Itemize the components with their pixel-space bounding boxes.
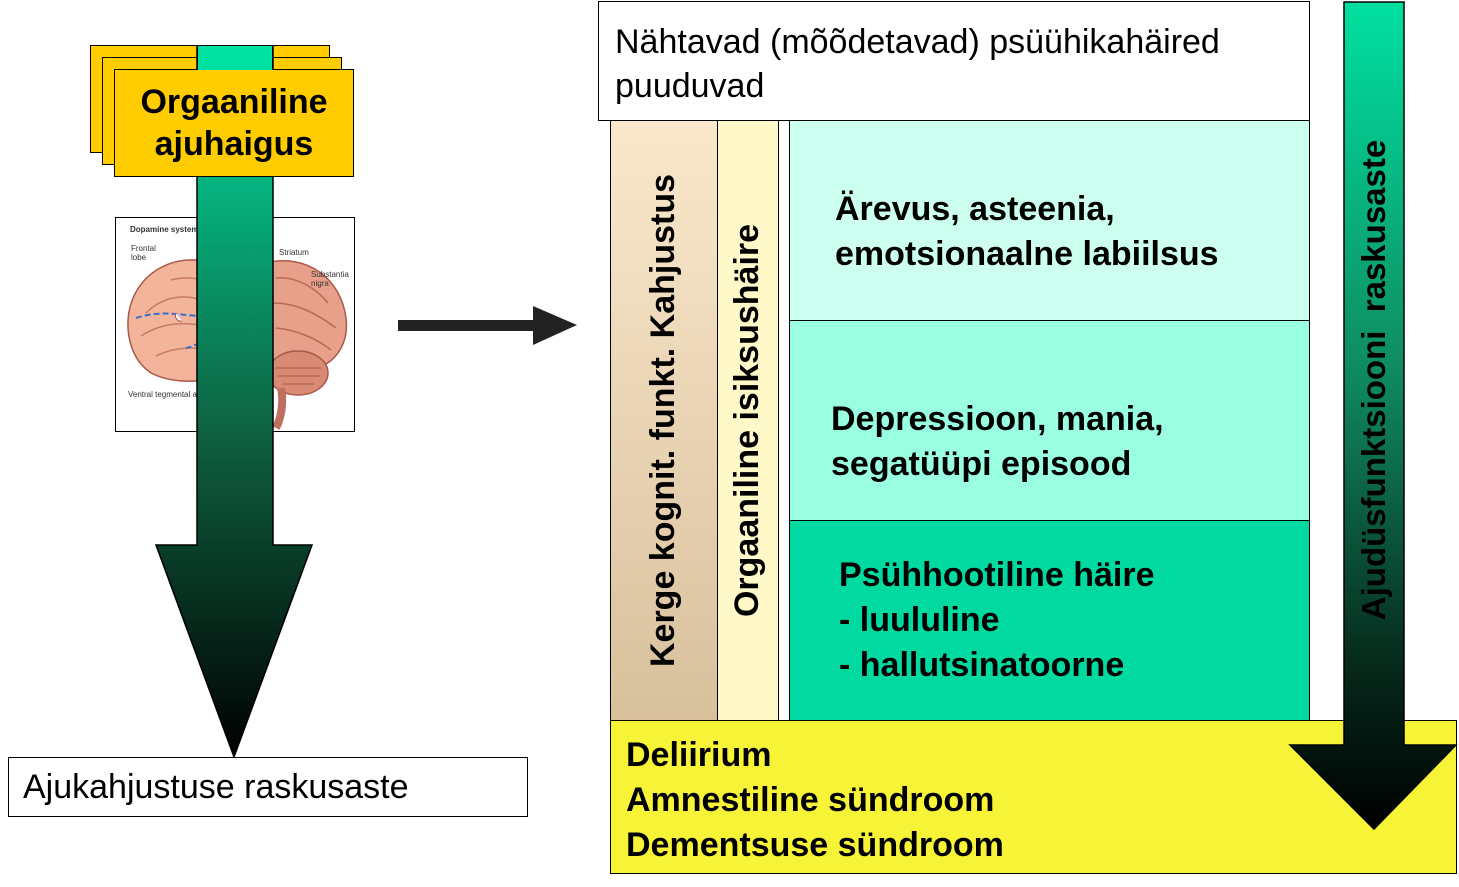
psychotic-line1: Psühhootiline häire (839, 556, 1155, 594)
psychotic-line3: - hallutsinatoorne (839, 646, 1125, 684)
anxiety-line2: emotsionaalne labiilsus (835, 235, 1219, 273)
psychotic-disorder-cell: Psühhootiline häire - luululine - hallut… (789, 520, 1310, 721)
organic-brain-disease-card: Orgaaniline ajuhaigus (114, 69, 354, 177)
caption-text: Ajukahjustuse raskusaste (23, 768, 409, 806)
brain-label-frontal-lobe: Frontal lobe (131, 244, 156, 262)
mood-disorders-cell: Depressioon, mania, segatüüpi episood (789, 320, 1310, 521)
bottom-line2: Amnestiline sündroom (626, 781, 995, 819)
no-visible-disorders-box: Nähtavad (mõõdetavad) psüühikahäired puu… (598, 1, 1310, 121)
dysfunction-severity-label: Ajudüsfunktsiooni raskusaste (1355, 139, 1392, 621)
brain-damage-severity-caption: Ajukahjustuse raskusaste (8, 757, 528, 817)
mood-line1: Depressioon, mania, (831, 400, 1164, 438)
bottom-line1: Deliirium (626, 736, 772, 774)
organic-personality-disorder-column: Orgaaniline isiksushäire (717, 120, 779, 721)
brain-label-ventral-tegmental: Ventral tegmental area (128, 390, 209, 399)
top-box-line1: Nähtavad (mõõdetavad) psüühikahäired (615, 23, 1220, 61)
card-label-line1: Orgaaniline (140, 83, 328, 121)
brain-label-substantia-nigra: Substantia nigra (311, 270, 349, 288)
right-pointing-arrow (398, 306, 577, 345)
top-box-line2: puuduvad (615, 67, 765, 105)
dysfunction-severity-label-wrap: Ajudüsfunktsiooni raskusaste (1344, 60, 1404, 700)
bottom-line3: Dementsuse sündroom (626, 826, 1004, 864)
delirium-amnestic-dementia-box: Deliirium Amnestiline sündroom Dementsus… (610, 720, 1457, 874)
anxiety-cell: Ärevus, asteenia, emotsionaalne labiilsu… (789, 120, 1310, 321)
anxiety-line1: Ärevus, asteenia, (835, 190, 1115, 228)
col2-label: Orgaaniline isiksushäire (728, 223, 767, 618)
mild-cognitive-impairment-column: Kerge kognit. funkt. Kahjustus (610, 120, 718, 721)
brain-label-striatum: Striatum (279, 248, 309, 257)
brain-dysfunction-severity-arrow (1288, 1, 1458, 831)
brain-title: Dopamine system (130, 225, 199, 234)
card-label-line2: ajuhaigus (154, 125, 314, 163)
col1-label: Kerge kognit. funkt. Kahjustus (644, 173, 683, 668)
mood-line2: segatüüpi episood (831, 445, 1132, 483)
arrow-stem-top (197, 45, 273, 70)
psychotic-line2: - luululine (839, 601, 1000, 639)
